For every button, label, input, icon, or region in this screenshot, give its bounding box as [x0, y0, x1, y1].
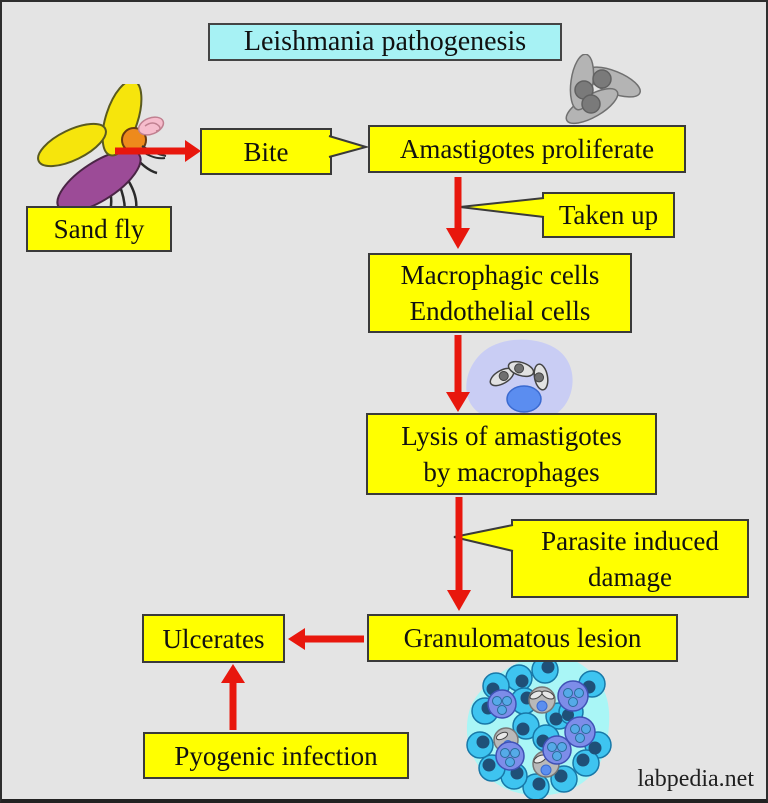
macrophage-icon [466, 339, 573, 426]
node-macrophagic-cells: Macrophagic cells Endothelial cells [368, 253, 632, 333]
arrow-pyogenic-to-ulcerates [221, 664, 245, 730]
node-amastigotes-proliferate: Amastigotes proliferate [368, 125, 686, 173]
granuloma-giant-cells [487, 680, 596, 771]
arrow-lysis-to-granuloma [447, 497, 471, 611]
granuloma-icon [466, 654, 612, 799]
node-taken-up: Taken up [542, 192, 675, 238]
amastigote-cluster-icon [565, 54, 641, 125]
node-ulcerates: Ulcerates [142, 614, 285, 663]
bite-callout-tail [328, 135, 370, 158]
node-bite: Bite [200, 128, 332, 175]
parasite-damage-callout-tail [453, 524, 514, 552]
watermark: labpedia.net [637, 766, 754, 792]
arrow-proliferate-to-macrophagic [446, 177, 470, 249]
node-pyogenic-infection: Pyogenic infection [143, 732, 409, 779]
arrow-granuloma-to-ulcerates [288, 628, 364, 650]
taken-up-callout-tail [459, 197, 545, 218]
sand-fly-icon [37, 84, 167, 223]
page-title: Leishmania pathogenesis [208, 23, 562, 61]
node-granulomatous-lesion: Granulomatous lesion [367, 614, 678, 662]
node-parasite-damage: Parasite induced damage [511, 519, 749, 598]
node-lysis: Lysis of amastigotes by macrophages [366, 413, 657, 495]
node-sand-fly: Sand fly [26, 206, 172, 252]
